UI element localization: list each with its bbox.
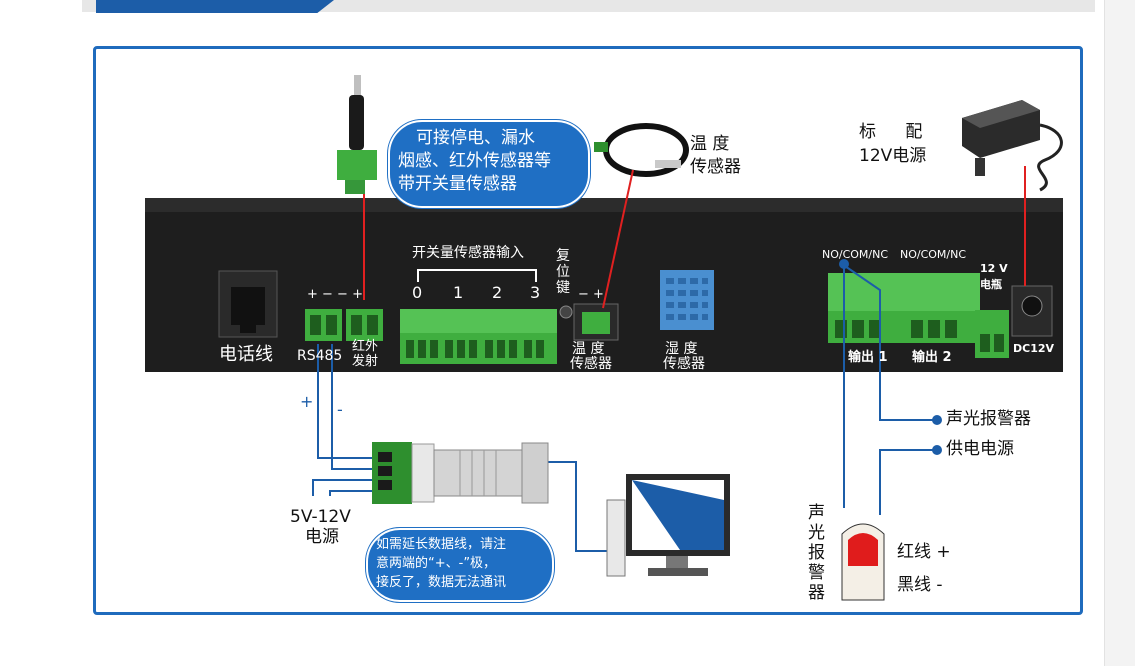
device-panel-top — [145, 198, 1063, 212]
bubble-line-2: 烟感、红外传感器等 — [398, 151, 551, 171]
diagram-frame — [93, 46, 1083, 615]
temperature-probe-icon — [594, 123, 689, 177]
output-1-label: 输出 1 — [848, 350, 888, 365]
note-line-3: 接反了，数据无法通讯 — [376, 575, 507, 590]
alarm-char-5: 器 — [808, 583, 825, 603]
rs485-label: RS485 — [297, 348, 343, 364]
switch-input-label: 开关量传感器输入 — [412, 245, 524, 261]
channel-0: 0 — [412, 283, 423, 302]
no-com-nc-1: NO/COM/NC — [822, 248, 889, 261]
reset-button-icon — [559, 305, 573, 319]
battery-label-2: 电瓶 — [980, 278, 1002, 291]
rs485-converter-icon — [372, 442, 549, 504]
sensor-note-bubble: 可接停电、漏水 烟感、红外传感器等 带开关量传感器 — [388, 120, 590, 208]
temp-sensor-title: 温 度 — [690, 134, 730, 154]
alarm-char-1: 声 — [808, 503, 825, 523]
alarm-char-4: 警 — [808, 563, 825, 583]
alarm-char-3: 报 — [808, 543, 825, 563]
top-bar — [82, 0, 1095, 12]
reset-label-1: 复 — [556, 248, 570, 264]
power-supply-label: 供电电源 — [946, 439, 1014, 459]
rs485-plus: + — [300, 392, 314, 411]
dc12v-label: DC12V — [1013, 342, 1055, 355]
power-5v-subtitle: 电源 — [305, 527, 339, 547]
note-line-1: 如需延长数据线，请注 — [376, 537, 507, 552]
temp-port-label-1: 温 度 — [572, 341, 605, 357]
humidity-sensor-icon — [660, 270, 714, 330]
humidity-label-2: 传感器 — [663, 356, 705, 372]
temp-port-label-2: 传感器 — [570, 356, 612, 372]
output-2-label: 输出 2 — [912, 350, 952, 365]
rs485-minus: - — [337, 400, 343, 419]
ir-label-2: 发射 — [352, 354, 379, 369]
title-tab — [96, 0, 334, 13]
dc-jack-icon — [1011, 285, 1053, 337]
note-line-2: 意两端的“+、-”极， — [376, 556, 497, 571]
alarm-char-2: 光 — [808, 523, 825, 543]
black-wire-label: 黑线 - — [897, 575, 943, 595]
channel-2: 2 — [492, 283, 503, 302]
scrollbar[interactable] — [1104, 0, 1135, 666]
temp-wire — [602, 169, 634, 309]
battery-label-1: 12 V — [980, 262, 1008, 275]
antenna-icon — [337, 75, 377, 194]
channel-3: 3 — [530, 283, 541, 302]
rs485-terminal — [305, 309, 342, 341]
power-subtitle: 12V电源 — [859, 146, 927, 166]
reset-label-3: 键 — [556, 280, 570, 296]
no-com-nc-2: NO/COM/NC — [900, 248, 967, 261]
red-wire-label: 红线 + — [897, 542, 951, 562]
input-bracket — [417, 269, 537, 282]
switch-input-terminal — [400, 309, 557, 364]
alarm-icon — [841, 523, 885, 601]
ir-terminal — [346, 309, 383, 341]
battery-terminal — [975, 310, 1009, 358]
temp-polarity: − + — [578, 287, 604, 302]
temp-sensor-terminal — [573, 303, 619, 341]
ir-label-1: 红外 — [352, 339, 379, 354]
computer-icon — [606, 474, 730, 577]
power-adapter-icon — [962, 100, 1063, 192]
humidity-label-1: 湿 度 — [665, 341, 698, 357]
alarm-device-label: 声光报警器 — [946, 409, 1031, 429]
temp-sensor-subtitle: 传感器 — [690, 157, 741, 177]
blue-wires — [312, 263, 937, 552]
ir-polarity: + − − + — [307, 287, 363, 302]
bubble-line-3: 带开关量传感器 — [398, 174, 517, 194]
power-5v-title: 5V-12V — [290, 507, 351, 527]
bubble-line-1: 可接停电、漏水 — [416, 128, 535, 148]
channel-1: 1 — [453, 283, 464, 302]
phone-jack-icon — [218, 270, 278, 338]
power-title: 标 配 — [859, 122, 935, 142]
reset-label-2: 位 — [556, 264, 570, 280]
data-line-note-bubble: 如需延长数据线，请注 意两端的“+、-”极， 接反了，数据无法通讯 — [366, 528, 554, 602]
phone-line-label: 电话线 — [219, 344, 273, 365]
output-terminals — [828, 273, 980, 343]
